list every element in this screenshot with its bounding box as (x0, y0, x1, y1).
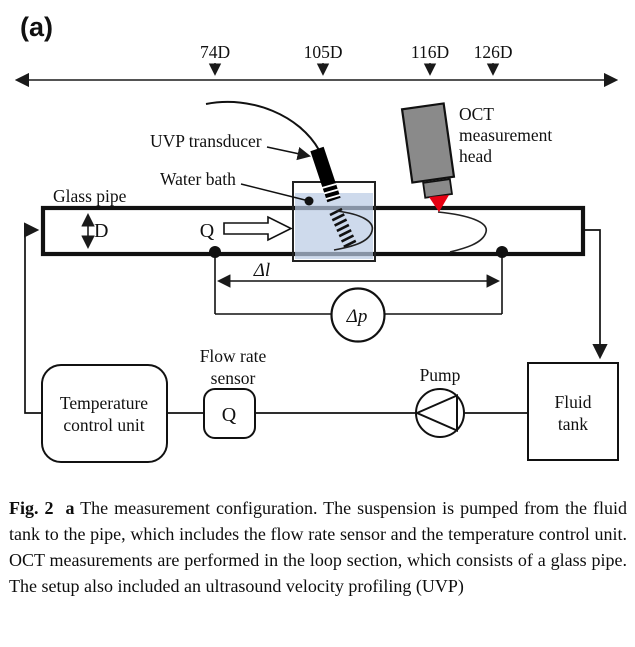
svg-text:tank: tank (558, 414, 588, 434)
figure-caption: Fig. 2 a The measurement configuration. … (9, 496, 627, 600)
ruler-label: 105D (304, 42, 343, 62)
caption-panel-letter: a (65, 498, 75, 518)
uvp-transducer-label: UVP transducer (150, 131, 262, 151)
axial-position-ruler: 74D 105D 116D 126D (14, 42, 619, 88)
measurement-setup-diagram: 74D 105D 116D 126D Glass pipe (14, 42, 619, 463)
svg-text:control unit: control unit (63, 415, 144, 435)
svg-text:Fluid: Fluid (555, 392, 592, 412)
delta-l-label: Δl (253, 260, 270, 281)
pump-symbol: Pump (414, 365, 465, 438)
sensor-symbol-label: Q (222, 404, 237, 426)
svg-text:head: head (459, 146, 492, 166)
fluid-tank-box: Fluid tank (527, 362, 619, 461)
transducer-cable (205, 100, 320, 151)
panel-letter-label: (a) (20, 12, 53, 42)
uvp-transducer-icon (310, 146, 341, 203)
flow-q-label: Q (200, 220, 215, 242)
oct-head-label: OCT measurement head (459, 104, 552, 166)
oct-measurement-head-icon (400, 102, 456, 212)
pressure-gauge-circle (330, 287, 386, 343)
flow-rate-sensor-box: Flow rate sensor Q (200, 346, 267, 439)
pump-label: Pump (420, 365, 461, 385)
svg-text:Temperature: Temperature (60, 393, 148, 413)
temperature-control-unit-box: Temperature control unit (41, 364, 168, 463)
flow-direction-block-arrow-icon (223, 215, 293, 242)
caption-text: The measurement configuration. The suspe… (9, 498, 627, 596)
return-line-left (23, 222, 42, 414)
ultrasound-beam-hatching-icon (329, 207, 357, 248)
svg-text:sensor: sensor (211, 368, 256, 388)
ruler-marker-0: 74D (200, 42, 230, 76)
water-bath-pointer-line (240, 183, 306, 201)
ruler-marker-2: 116D (411, 42, 449, 76)
pump-triangle-icon (414, 393, 458, 433)
diameter-label: D (94, 220, 108, 242)
uvp-velocity-profile-curve (333, 210, 374, 251)
ruler-marker-1: 105D (304, 42, 343, 76)
ruler-marker-3: 126D (474, 42, 513, 76)
uvp-transducer-pointer-arrow (266, 146, 311, 161)
oct-laser-beam-icon (429, 195, 449, 212)
supply-line-right (583, 229, 608, 360)
ruler-label: 116D (411, 42, 449, 62)
water-bath-pointer-dot (304, 196, 314, 206)
delta-p-label: Δp (346, 306, 368, 327)
glass-pipe-label: Glass pipe (53, 186, 127, 206)
caption-fig-number: Fig. 2 (9, 498, 54, 518)
water-bath-label: Water bath (160, 169, 236, 189)
svg-text:OCT: OCT (459, 104, 494, 124)
ruler-label: 126D (474, 42, 513, 62)
svg-text:measurement: measurement (459, 125, 552, 145)
ruler-label: 74D (200, 42, 230, 62)
flow-rate-sensor-label: Flow rate (200, 346, 267, 366)
oct-velocity-profile-curve (437, 211, 487, 253)
